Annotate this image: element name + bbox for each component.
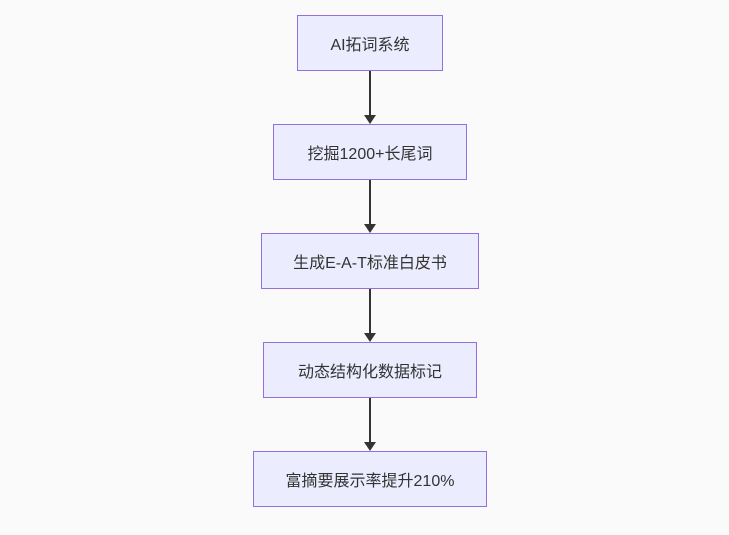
flow-node-label: AI拓词系统 [330, 37, 410, 54]
arrow-line [369, 71, 371, 115]
flowchart: AI拓词系统 挖掘1200+长尾词 生成E-A-T标准白皮书 动态结构化数据标记 [253, 15, 487, 507]
flow-node-label: 富摘要展示率提升210% [285, 473, 455, 490]
flow-node-label: 动态结构化数据标记 [297, 364, 442, 381]
flow-arrow-2 [364, 180, 376, 233]
flow-arrow-1 [364, 71, 376, 124]
flow-node-longtail-keywords: 挖掘1200+长尾词 [273, 124, 467, 180]
arrow-head-icon [364, 442, 376, 451]
arrow-line [369, 289, 371, 333]
flow-node-eat-whitepaper: 生成E-A-T标准白皮书 [261, 233, 479, 289]
arrow-head-icon [364, 333, 376, 342]
arrow-line [369, 180, 371, 224]
flow-node-structured-data-markup: 动态结构化数据标记 [263, 342, 477, 398]
flow-arrow-4 [364, 398, 376, 451]
arrow-head-icon [364, 224, 376, 233]
flow-arrow-3 [364, 289, 376, 342]
flow-node-label: 生成E-A-T标准白皮书 [293, 255, 447, 272]
arrow-head-icon [364, 115, 376, 124]
flow-node-ai-word-system: AI拓词系统 [297, 15, 443, 71]
flow-node-rich-snippet-rate: 富摘要展示率提升210% [253, 451, 487, 507]
arrow-line [369, 398, 371, 442]
flow-node-label: 挖掘1200+长尾词 [307, 146, 433, 163]
